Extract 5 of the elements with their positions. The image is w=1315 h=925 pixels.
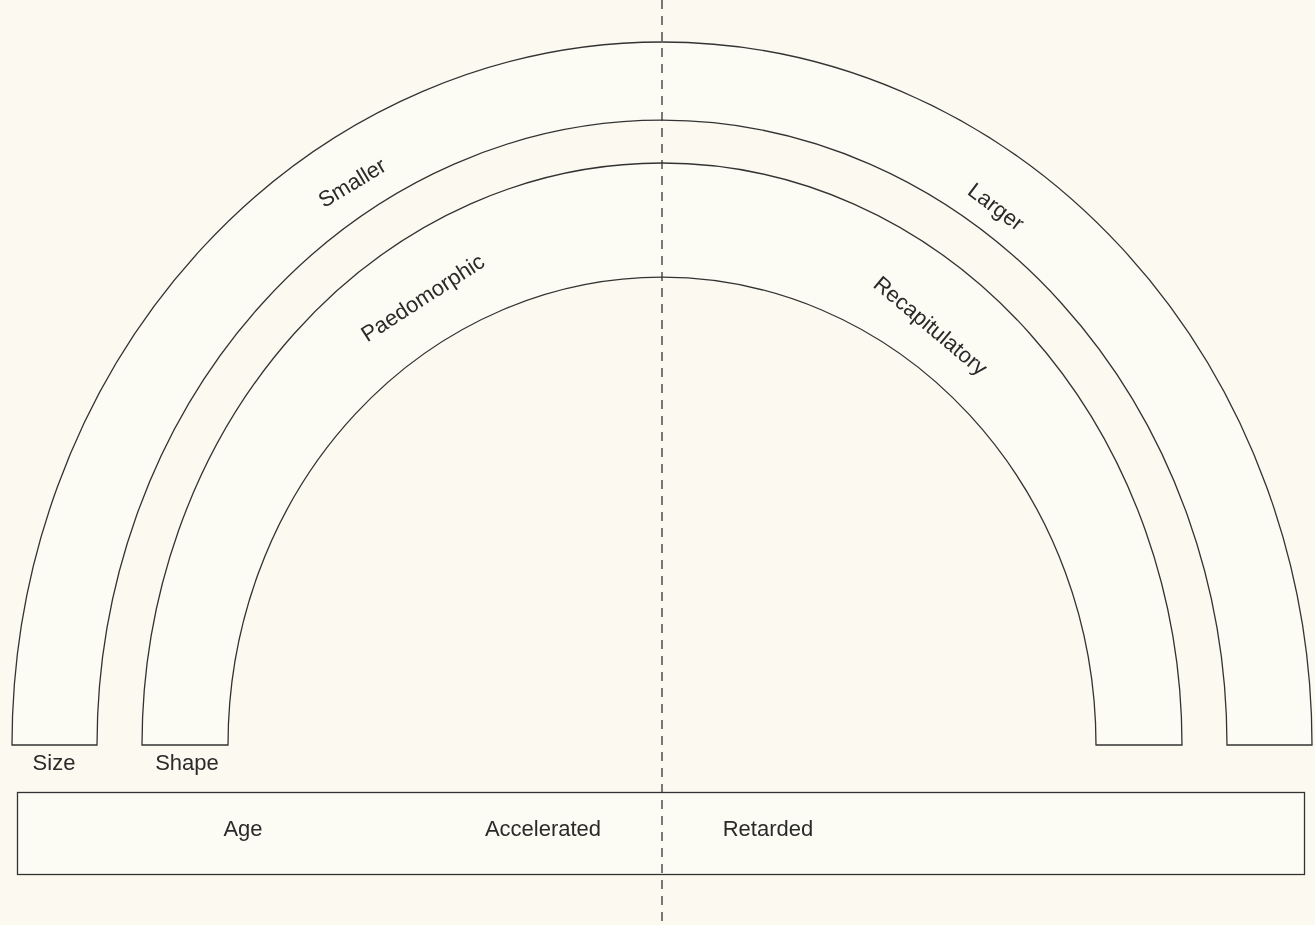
bar-label: Accelerated bbox=[484, 818, 602, 840]
axis-label: Shape bbox=[155, 752, 219, 774]
bar-label: Retarded bbox=[722, 818, 814, 840]
axis-label: Age bbox=[223, 818, 263, 840]
axis-label: Size bbox=[32, 752, 76, 774]
